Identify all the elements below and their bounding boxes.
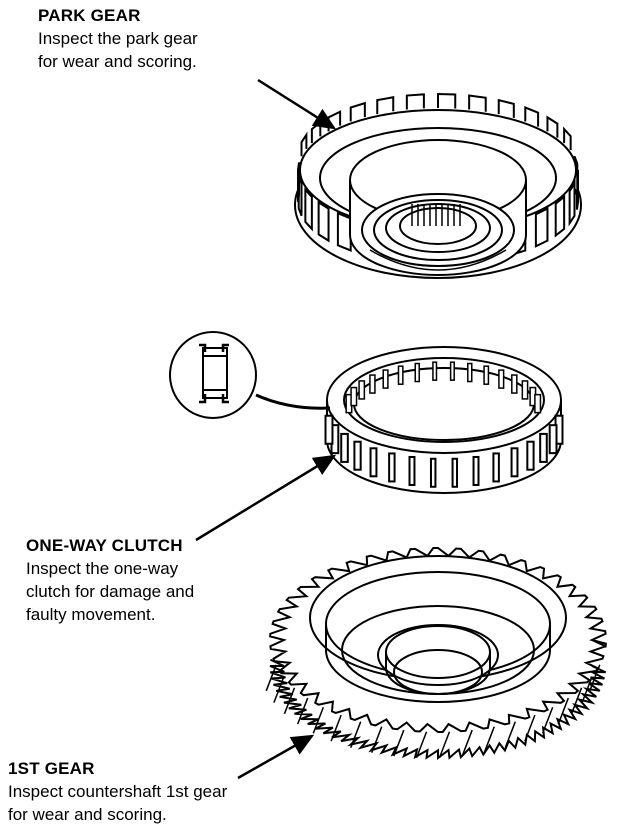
one-way-clutch-note-line-2: clutch for damage and [26, 582, 195, 601]
first-gear-title: 1ST GEAR [8, 759, 95, 778]
park-gear-note-line-1: Inspect the park gear [38, 29, 198, 48]
one-way-clutch-drawing [324, 346, 564, 494]
one-way-clutch-arrow [195, 454, 337, 542]
one-way-clutch-note-line-3: faulty movement. [26, 605, 156, 624]
first-gear-note-line-1: Inspect countershaft 1st gear [8, 782, 228, 801]
first-gear-arrow [237, 734, 315, 780]
callout-arrows [195, 78, 337, 780]
park-gear-arrow [257, 78, 337, 130]
first-gear-drawing [265, 546, 607, 761]
park-gear-note-line-2: for wear and scoring. [38, 52, 197, 71]
first-gear-callout: 1ST GEAR Inspect countershaft 1st gear f… [8, 757, 227, 826]
one-way-clutch-note-line-1: Inspect the one-way [26, 559, 179, 578]
one-way-clutch-callout: ONE-WAY CLUTCH Inspect the one-way clutc… [26, 534, 194, 626]
one-way-clutch-title: ONE-WAY CLUTCH [26, 536, 183, 555]
park-gear-drawing [294, 92, 582, 279]
first-gear-note-line-2: for wear and scoring. [8, 805, 167, 824]
roller-detail-inset [169, 331, 331, 419]
park-gear-callout: PARK GEAR Inspect the park gear for wear… [38, 4, 198, 73]
park-gear-title: PARK GEAR [38, 6, 141, 25]
